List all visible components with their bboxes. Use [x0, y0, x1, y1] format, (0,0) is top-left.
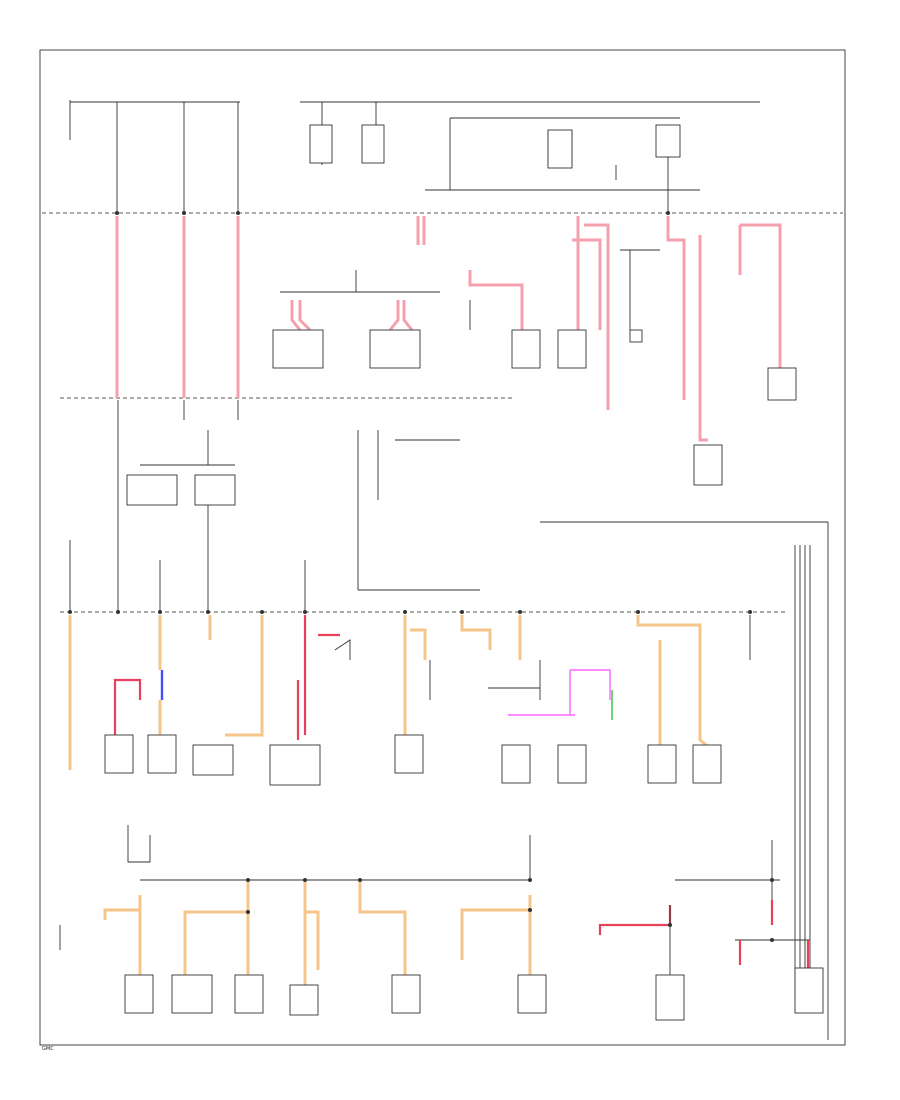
upper-component-boxes — [126, 329, 797, 506]
diagram-frame — [39, 49, 846, 1046]
lower-section-wiring — [59, 825, 810, 985]
lower-splices — [246, 878, 774, 942]
upper-black-wiring — [69, 249, 829, 1040]
corner-label: GMC — [42, 1046, 54, 1052]
upper-pink-wiring — [115, 216, 782, 442]
top-components — [309, 124, 681, 169]
middle-row-wiring — [68, 615, 751, 770]
middle-row-boxes — [104, 734, 722, 786]
lower-row-boxes — [124, 967, 824, 1021]
bus-splices — [68, 211, 752, 614]
